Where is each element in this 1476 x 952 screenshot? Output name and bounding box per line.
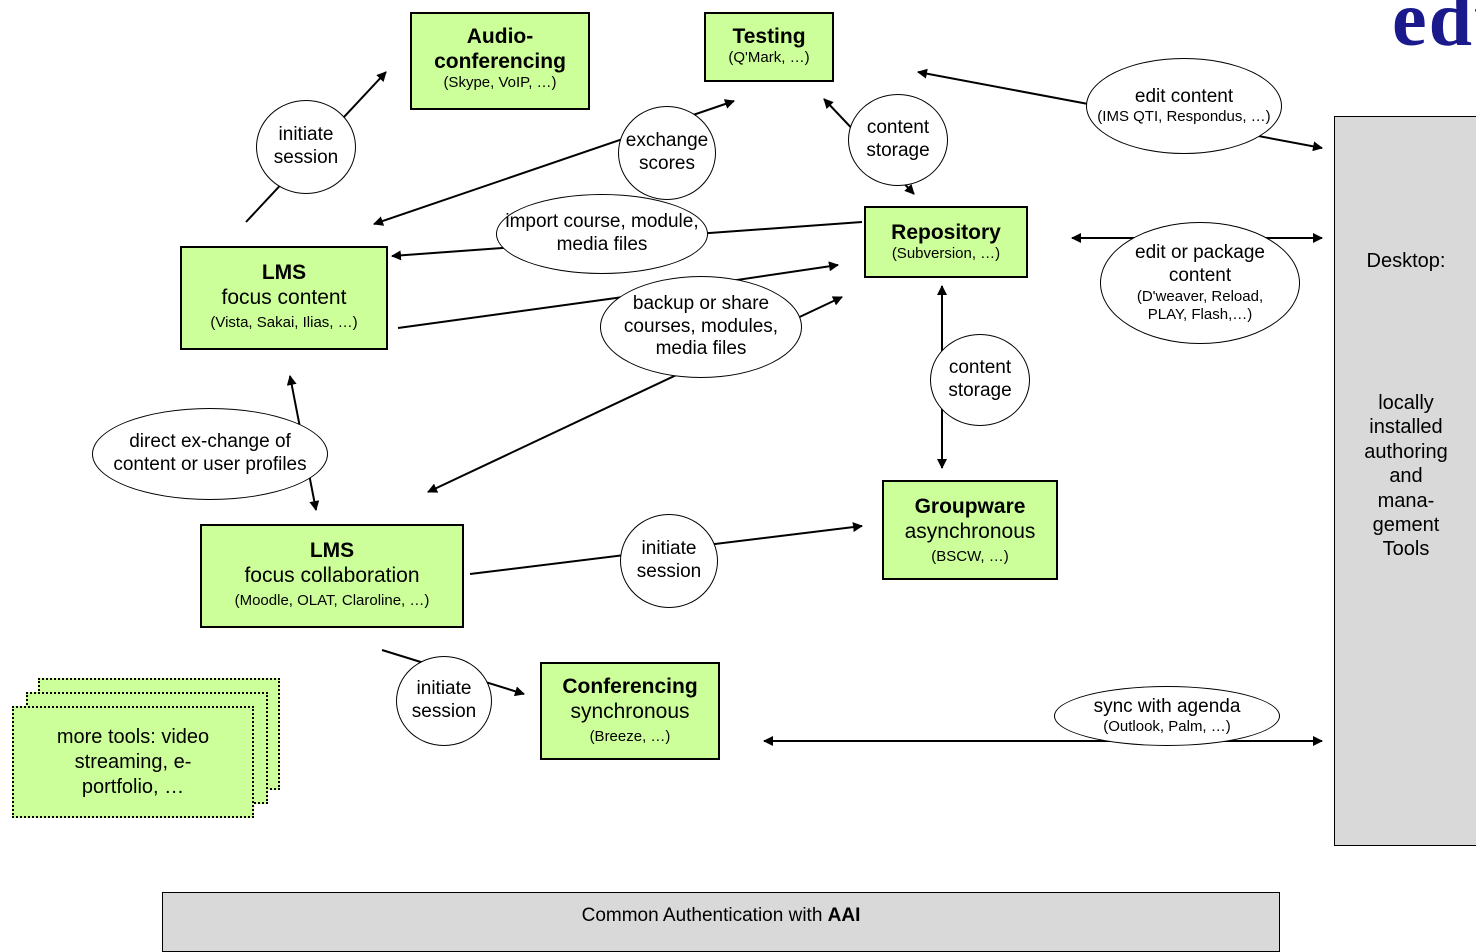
conferencing-box: Conferencing synchronous (Breeze, …)	[540, 662, 720, 760]
repository-box: Repository (Subversion, …)	[864, 206, 1028, 278]
lms-collaboration-subtitle: focus collaboration	[244, 564, 420, 588]
label-sync-agenda: sync with agenda (Outlook, Palm, …)	[1054, 686, 1280, 746]
common-authentication-text: Common Authentication with	[581, 905, 828, 926]
conferencing-subtitle: synchronous	[570, 700, 690, 724]
label-backup-share: backup or share courses, modules, media …	[600, 276, 802, 378]
groupware-title: Groupware	[914, 495, 1026, 518]
testing-detail: (Q'Mark, …)	[728, 49, 810, 67]
logo-text: edu	[1392, 0, 1476, 62]
lms-content-subtitle: focus content	[221, 286, 347, 310]
desktop-description: locally installed authoring and mana- ge…	[1364, 392, 1448, 561]
lms-content-box: LMS focus content (Vista, Sakai, Ilias, …	[180, 246, 388, 350]
repository-detail: (Subversion, …)	[891, 245, 1001, 263]
label-content-storage-testing: content storage	[848, 94, 948, 186]
desktop-title: Desktop:	[1366, 250, 1446, 272]
audio-conferencing-title: Audio-conferencing	[434, 25, 566, 74]
label-exchange-scores: exchange scores	[618, 106, 716, 200]
audio-conferencing-box: Audio-conferencing (Skype, VoIP, …)	[410, 12, 590, 110]
conferencing-title: Conferencing	[562, 675, 698, 698]
groupware-box: Groupware asynchronous (BSCW, …)	[882, 480, 1058, 580]
lms-collaboration-box: LMS focus collaboration (Moodle, OLAT, C…	[200, 524, 464, 628]
lms-collaboration-title: LMS	[309, 539, 355, 562]
groupware-detail: (BSCW, …)	[931, 548, 1009, 566]
label-import-course: import course, module, media files	[496, 194, 708, 274]
testing-title: Testing	[732, 25, 806, 48]
lms-content-title: LMS	[261, 261, 307, 284]
label-edit-package: edit or package content (D'weaver, Reloa…	[1100, 222, 1300, 344]
label-initiate-session-groupware: initiate session	[620, 514, 718, 608]
label-edit-content: edit content (IMS QTI, Respondus, …)	[1086, 58, 1282, 154]
repository-title: Repository	[891, 221, 1001, 244]
audio-conferencing-detail: (Skype, VoIP, …)	[443, 74, 557, 92]
lms-content-detail: (Vista, Sakai, Ilias, …)	[210, 314, 358, 332]
label-content-storage-groupware: content storage	[930, 334, 1030, 426]
desktop-panel: Desktop: locally installed authoring and…	[1334, 116, 1476, 846]
label-initiate-session-conferencing: initiate session	[396, 656, 492, 746]
common-authentication-bar: Common Authentication with AAI	[162, 892, 1280, 952]
label-initiate-session-audio: initiate session	[256, 100, 356, 194]
common-authentication-strong: AAI	[827, 905, 861, 926]
conferencing-detail: (Breeze, …)	[589, 728, 671, 746]
more-tools-card: more tools: video streaming, e-portfolio…	[12, 706, 254, 818]
more-tools-text: more tools: video streaming, e-portfolio…	[56, 725, 210, 798]
groupware-subtitle: asynchronous	[904, 520, 1036, 544]
label-direct-exchange: direct ex-change of content or user prof…	[92, 408, 328, 500]
lms-collaboration-detail: (Moodle, OLAT, Claroline, …)	[234, 592, 430, 610]
testing-box: Testing (Q'Mark, …)	[704, 12, 834, 82]
